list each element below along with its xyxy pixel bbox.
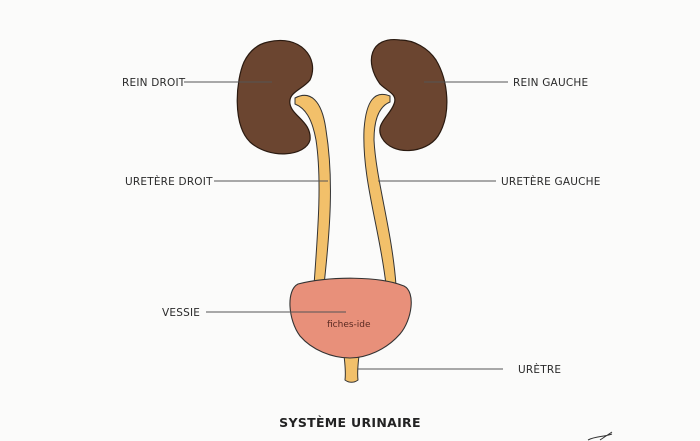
watermark-text: fiches-ide (327, 320, 371, 330)
rein-gauche-shape (370, 39, 448, 152)
rein-droit-shape (236, 39, 314, 155)
label-vessie: VESSIE (162, 307, 200, 319)
label-uretere-droit: URETÈRE DROIT (125, 175, 213, 188)
vessie-shape (289, 277, 412, 359)
diagram-title: SYSTÈME URINAIRE (279, 415, 421, 430)
label-uretre: URÈTRE (518, 363, 561, 376)
signature-scribble-icon (587, 431, 613, 441)
label-rein-gauche: REIN GAUCHE (513, 77, 588, 89)
label-uretere-gauche: URETÈRE GAUCHE (501, 175, 601, 188)
label-rein-droit: REIN DROIT (122, 77, 186, 89)
